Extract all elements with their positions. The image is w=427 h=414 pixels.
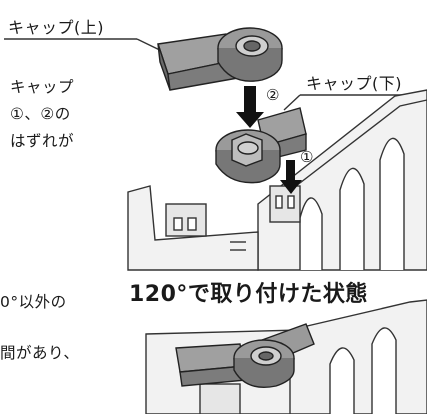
installed-120-illustration [145, 299, 427, 414]
cap-lower [215, 107, 307, 184]
cap-upper-label: キャップ(上) [8, 18, 104, 37]
fence-base [127, 185, 259, 271]
arrow-step-1 [280, 160, 302, 194]
instruction-line-5: 間があり、 [0, 344, 80, 362]
step-2-marker: ② [266, 86, 280, 104]
step-1-marker: ① [300, 148, 314, 166]
cap-upper [157, 27, 283, 91]
section-heading: 120°で取り付けた状態 [129, 282, 368, 307]
leader-line-cap-lower [283, 94, 301, 111]
instruction-line-2: ①、②の [10, 105, 71, 123]
cap-assembly-illustration [4, 27, 427, 271]
cap-installed [175, 323, 315, 388]
instruction-line-4: 0°以外の [0, 293, 67, 311]
fence-panel [257, 89, 427, 271]
instruction-line-3: はずれが [10, 132, 75, 150]
cap-lower-label: キャップ(下) [306, 74, 402, 93]
instruction-line-1: キャップ [10, 78, 75, 96]
arrow-step-2 [236, 86, 264, 128]
